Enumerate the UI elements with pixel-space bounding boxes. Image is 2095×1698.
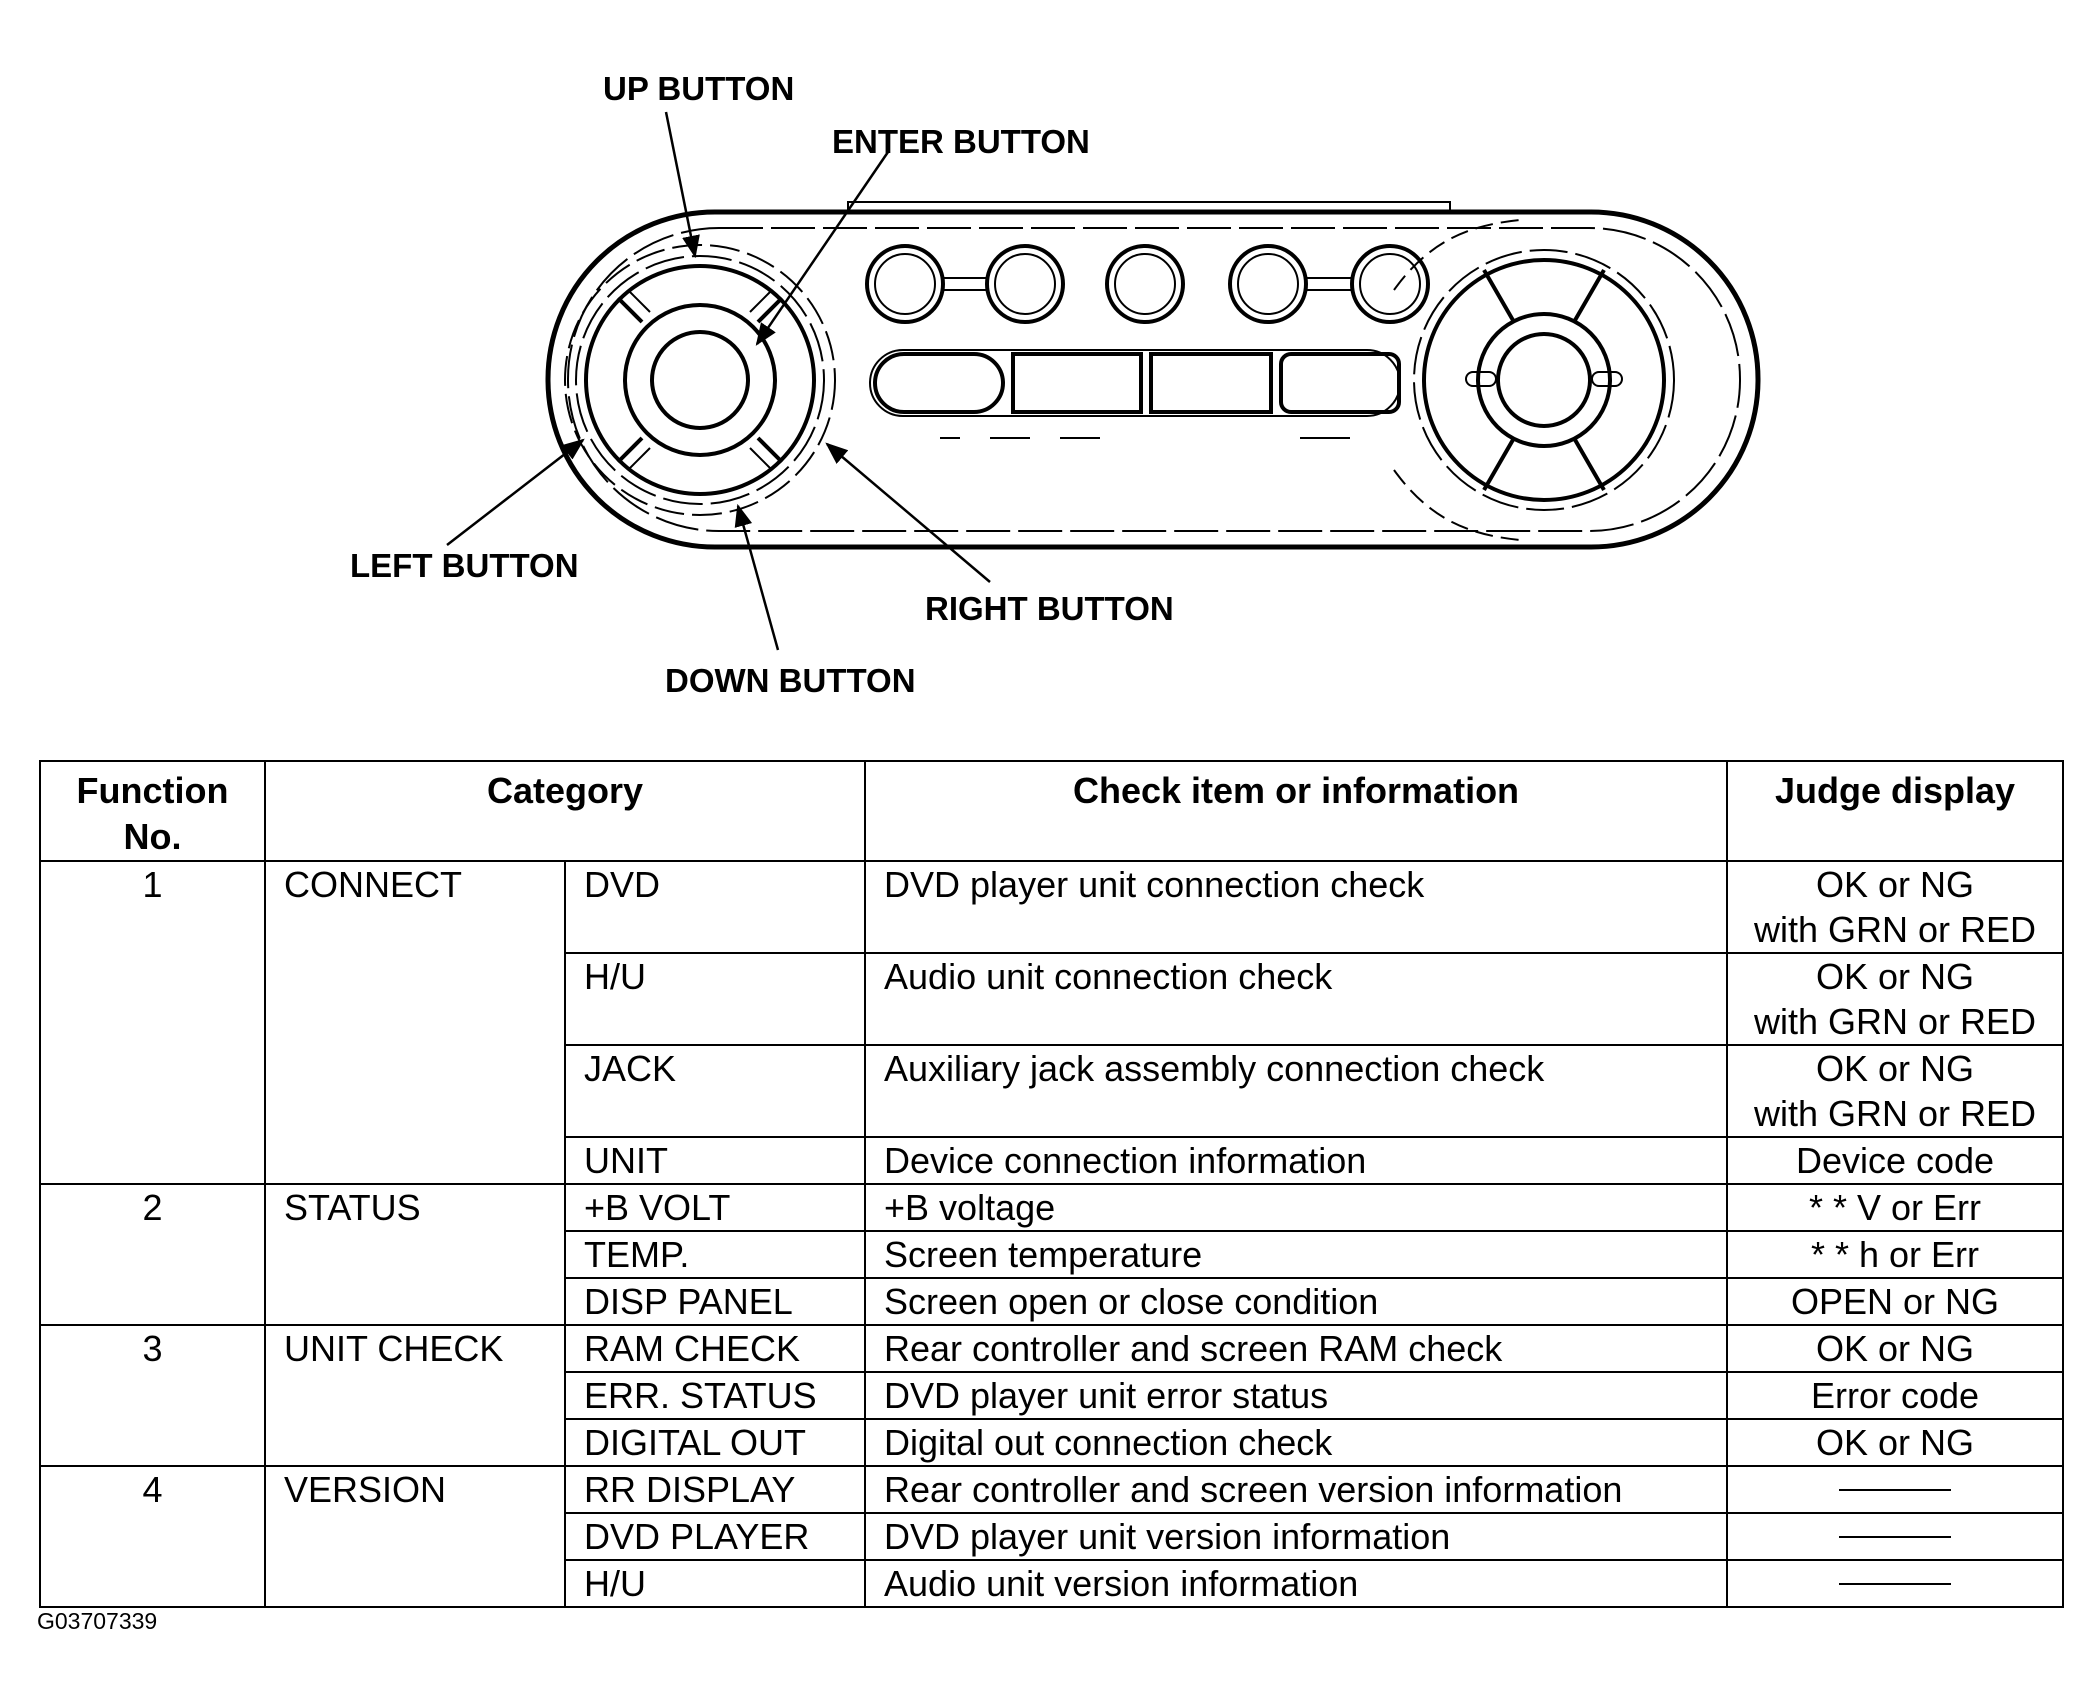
judge-display-cell: Device code	[1726, 1136, 2065, 1185]
category-cell: UNIT CHECK	[264, 1324, 566, 1467]
function-no-cell: 4	[39, 1465, 266, 1608]
right-button-label: RIGHT BUTTON	[925, 590, 1174, 627]
header-check-item: Check item or information	[864, 760, 1729, 862]
down-button-label: DOWN BUTTON	[665, 662, 916, 699]
judge-display-cell	[1726, 1512, 2065, 1561]
subcategory-cell: UNIT	[563, 1136, 867, 1185]
category-cell: CONNECT	[264, 860, 566, 1185]
judge-display-cell: * * h or Err	[1726, 1230, 2065, 1279]
header-category: Category	[263, 760, 867, 862]
rect-buttons[interactable]	[869, 349, 1401, 439]
table-row: H/U Audio unit version information	[40, 1559, 2065, 1608]
table-row: JACK Auxiliary jack assembly connection …	[40, 1044, 2065, 1138]
header-judge-display: Judge display	[1726, 760, 2065, 862]
judge-display-cell	[1726, 1465, 2065, 1514]
figure-code: G03707339	[37, 1608, 158, 1634]
round-buttons[interactable]	[865, 244, 1430, 324]
category-cell: VERSION	[264, 1465, 566, 1608]
subcategory-cell: H/U	[563, 952, 867, 1046]
check-item-cell: Screen temperature	[864, 1230, 1729, 1279]
check-item-cell: Audio unit version information	[864, 1559, 1729, 1608]
subcategory-cell: +B VOLT	[563, 1183, 867, 1232]
table-row: UNIT Device connection information Devic…	[40, 1136, 2065, 1185]
check-item-cell: Audio unit connection check	[864, 952, 1729, 1046]
check-item-cell: DVD player unit error status	[864, 1371, 1729, 1420]
table-row: 4 VERSION RR DISPLAY Rear controller and…	[39, 1465, 2065, 1608]
no-value-dash	[1839, 1536, 1952, 1539]
no-value-dash	[1839, 1583, 1952, 1586]
no-value-dash	[1839, 1489, 1952, 1492]
table-row: 3 UNIT CHECK RAM CHECK Rear controller a…	[39, 1324, 2065, 1467]
table-row: DISP PANEL Screen open or close conditio…	[40, 1277, 2065, 1326]
left-button-label: LEFT BUTTON	[350, 547, 579, 584]
subcategory-cell: DVD	[563, 860, 867, 954]
jog-wheel[interactable]	[1393, 219, 1675, 541]
check-item-cell: Screen open or close condition	[864, 1277, 1729, 1326]
category-cell: STATUS	[264, 1183, 566, 1326]
subcategory-cell: TEMP.	[563, 1230, 867, 1279]
judge-display-cell: * * V or Err	[1726, 1183, 2065, 1232]
table-row: ERR. STATUS DVD player unit error status…	[40, 1371, 2065, 1420]
up-button-label: UP BUTTON	[603, 70, 794, 107]
judge-display-cell: OK or NG	[1726, 1324, 2065, 1373]
table-row: DVD PLAYER DVD player unit version infor…	[40, 1512, 2065, 1561]
subcategory-cell: DVD PLAYER	[563, 1512, 867, 1561]
leader-lines	[446, 111, 991, 651]
table-row: DIGITAL OUT Digital out connection check…	[40, 1418, 2065, 1467]
judge-display-cell: OK or NG	[1726, 1418, 2065, 1467]
check-item-cell: DVD player unit version information	[864, 1512, 1729, 1561]
subcategory-cell: JACK	[563, 1044, 867, 1138]
subcategory-cell: DISP PANEL	[563, 1277, 867, 1326]
check-item-cell: Auxiliary jack assembly connection check	[864, 1044, 1729, 1138]
controller-diagram: UP BUTTON ENTER BUTTON LEFT BUTTON RIGHT…	[350, 70, 1761, 699]
table-row: H/U Audio unit connection check OK or NG…	[40, 952, 2065, 1046]
subcategory-cell: ERR. STATUS	[563, 1371, 867, 1420]
dpad[interactable]	[564, 244, 836, 516]
table-row: 2 STATUS +B VOLT +B voltage * * V or Err	[39, 1183, 2065, 1326]
function-no-cell: 3	[39, 1324, 266, 1467]
table-row: 1 CONNECT DVD DVD player unit connection…	[39, 860, 2065, 1185]
check-item-cell: Digital out connection check	[864, 1418, 1729, 1467]
judge-display-cell	[1726, 1559, 2065, 1608]
subcategory-cell: DIGITAL OUT	[563, 1418, 867, 1467]
judge-display-cell: OPEN or NG	[1726, 1277, 2065, 1326]
check-item-cell: +B voltage	[864, 1183, 1729, 1232]
subcategory-cell: H/U	[563, 1559, 867, 1608]
judge-display-cell: Error code	[1726, 1371, 2065, 1420]
subcategory-cell: RAM CHECK	[563, 1324, 867, 1373]
table-row: TEMP. Screen temperature * * h or Err	[40, 1230, 2065, 1279]
function-no-cell: 1	[39, 860, 266, 1185]
check-item-cell: Rear controller and screen RAM check	[864, 1324, 1729, 1373]
subcategory-cell: RR DISPLAY	[563, 1465, 867, 1514]
check-item-cell: DVD player unit connection check	[864, 860, 1729, 954]
enter-button-label: ENTER BUTTON	[832, 123, 1090, 160]
function-no-cell: 2	[39, 1183, 266, 1326]
check-item-cell: Device connection information	[864, 1136, 1729, 1185]
controller-body	[545, 201, 1761, 550]
check-item-cell: Rear controller and screen version infor…	[864, 1465, 1729, 1514]
